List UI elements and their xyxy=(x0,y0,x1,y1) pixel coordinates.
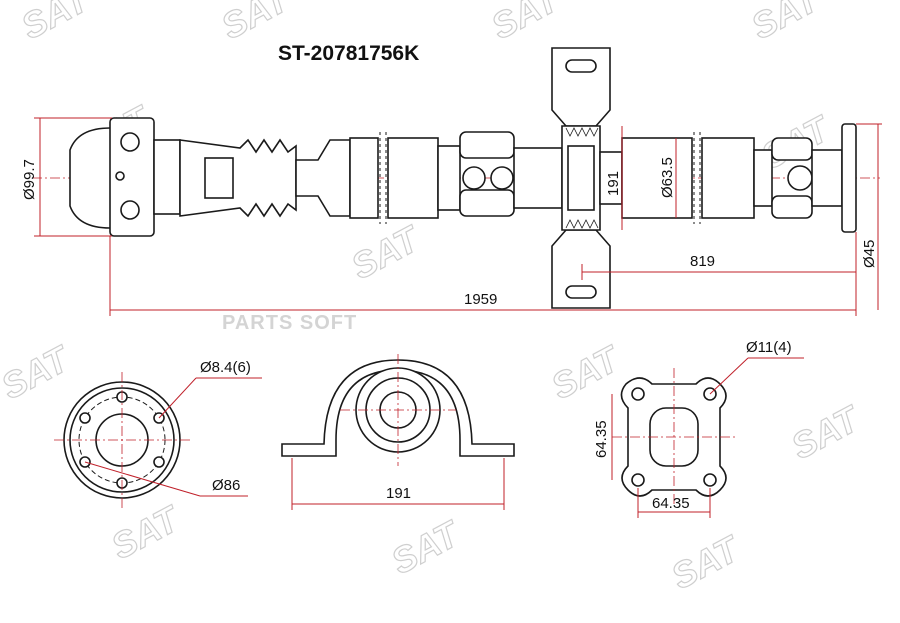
watermark-layer: SAT SAT SAT SAT SAT SAT SAT SAT SAT SAT … xyxy=(0,0,868,598)
rear-ujoint-cap xyxy=(771,137,813,161)
bracket-outline xyxy=(281,359,515,457)
rear-bolt-hole xyxy=(631,387,645,401)
watermark-text: SAT xyxy=(545,337,628,407)
front-tube-2 xyxy=(387,137,439,219)
watermark-text: SAT xyxy=(15,0,98,47)
ujoint-cross xyxy=(462,166,486,190)
bearing-bracket-bottom xyxy=(551,229,611,309)
bracket-slot xyxy=(565,59,597,73)
rear-flange-view: Ø11(4) 64.35 64.35 xyxy=(593,339,804,518)
bracket-slot xyxy=(565,285,597,299)
leader-line xyxy=(84,461,201,497)
ujoint-body xyxy=(513,147,563,209)
side-view-dimensions: Ø99.7 191 Ø63.5 819 Ø45 1959 xyxy=(21,117,882,316)
watermark-text: SAT xyxy=(785,397,868,467)
dim-bearing-height: 191 xyxy=(605,171,622,196)
dim-bolt-holes-rear: Ø11(4) xyxy=(746,339,792,356)
front-tube xyxy=(349,137,379,219)
front-tube-taper xyxy=(295,139,351,217)
dim-front-pcd: Ø86 xyxy=(212,477,240,494)
rear-bolt-hole xyxy=(631,473,645,487)
watermark-text: SAT xyxy=(385,512,468,582)
dim-bracket-width: 191 xyxy=(386,485,411,502)
watermark-text: SAT xyxy=(105,497,188,567)
leader-line xyxy=(709,357,749,395)
cv-bolt xyxy=(120,200,140,220)
rear-yoke xyxy=(753,149,773,207)
bearing-ring xyxy=(567,145,595,211)
leader-line xyxy=(158,377,197,419)
driveshaft-side-view xyxy=(32,47,880,309)
rear-yoke-2 xyxy=(811,149,843,207)
watermark-text: SAT xyxy=(485,0,568,47)
cv-collar xyxy=(153,139,181,215)
rear-tube xyxy=(621,137,693,219)
ujoint-cap-bottom xyxy=(459,189,515,217)
rear-ujoint-cross xyxy=(787,165,813,191)
watermark-text: SAT xyxy=(0,337,78,407)
bearing-bracket-view: 191 xyxy=(281,354,515,510)
dim-rear-length: 819 xyxy=(690,253,715,270)
front-flange-view: Ø8.4(6) Ø86 xyxy=(54,359,262,508)
ujoint-cross xyxy=(490,166,514,190)
flange-rim xyxy=(69,387,175,493)
watermark-text: SAT xyxy=(745,0,828,47)
ujoint-cap-top xyxy=(459,131,515,159)
ujoint-yoke xyxy=(437,145,461,211)
bolt-hole xyxy=(79,412,91,424)
watermark-text: SAT xyxy=(665,527,748,597)
dim-output-diameter: Ø45 xyxy=(861,240,878,268)
bearing-rubber xyxy=(565,127,599,137)
rubber-boot xyxy=(179,138,297,218)
bearing-rubber xyxy=(565,219,599,229)
watermark-text: SAT xyxy=(215,0,298,47)
boot-clamp xyxy=(204,157,234,199)
dim-overall-length: 1959 xyxy=(464,291,497,308)
dim-flange-diameter: Ø99.7 xyxy=(21,159,38,200)
dim-bolt-holes-front: Ø8.4(6) xyxy=(200,359,251,376)
cv-bolt xyxy=(115,171,125,181)
rear-flange xyxy=(841,123,857,233)
cv-bolt xyxy=(120,132,140,152)
rear-tube-2 xyxy=(701,137,755,219)
watermark-partssoft: PARTS SOFT xyxy=(222,312,357,334)
watermark-text: SAT xyxy=(345,217,428,287)
bolt-hole xyxy=(153,456,165,468)
rear-ujoint-cap xyxy=(771,195,813,219)
dim-shaft-diameter: Ø63.5 xyxy=(659,157,676,198)
rear-bolt-hole xyxy=(703,473,717,487)
part-number-title: ST-20781756K xyxy=(278,42,419,65)
dim-rear-flange-height: 64.35 xyxy=(593,420,610,458)
dim-rear-flange-width: 64.35 xyxy=(652,495,690,512)
